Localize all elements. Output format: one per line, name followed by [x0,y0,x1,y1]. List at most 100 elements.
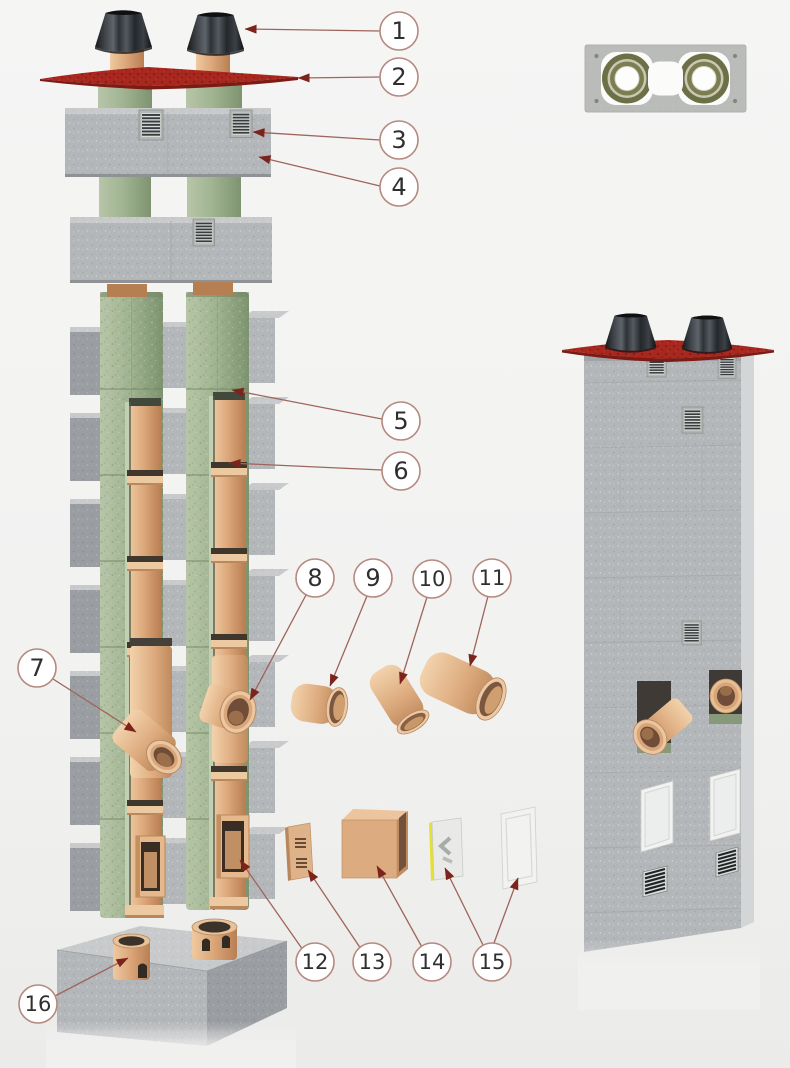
leader-line [493,877,519,944]
vent-grille [229,109,253,139]
assembled-opening-left [632,681,693,755]
assembled-view [562,313,774,1010]
callout-number: 13 [359,950,386,974]
assembled-column-side [741,350,754,928]
insulated-door [429,817,464,881]
callout-2: 2 [297,57,419,97]
door-seal-yellow [429,822,434,881]
callout-circle [295,558,335,598]
callout-9: 9 [329,558,393,687]
callout-number: 3 [391,126,406,154]
callout-circle [472,942,512,982]
callout-circle [379,57,419,97]
leader-line [244,24,381,34]
plan-vent-cutout [648,61,683,96]
door-housing-box [341,809,408,879]
callout-number: 10 [419,567,446,591]
liner-collar-right [193,282,233,295]
leader-line [252,128,381,141]
callout-13: 13 [307,869,392,982]
callout-8: 8 [249,558,335,701]
door-components [285,806,538,890]
callout-number: 14 [419,950,446,974]
leader-line [307,869,362,950]
loose-fittings [290,652,507,735]
callout-circle [18,984,58,1024]
plan-flue-ring-left [602,53,652,104]
leader-line [258,155,381,187]
callout-circle [295,942,335,982]
white-access-door [500,806,538,890]
vented-block-top [65,108,271,177]
insulation-gap-right [187,177,241,217]
dark-grille-left [642,865,668,898]
assembled-column-front [584,354,741,952]
plan-corner-hole [732,98,738,104]
callout-6: 6 [228,451,421,491]
callout-1: 1 [244,11,419,51]
callout-number: 7 [29,654,44,682]
callout-4: 4 [258,155,419,207]
leader-line [297,73,381,83]
callout-16: 16 [18,957,129,1024]
condensate-cup-left [112,933,151,980]
callout-number: 4 [391,173,406,201]
leader-line [228,459,383,471]
callout-circle [379,120,419,160]
callout-12: 12 [239,859,335,982]
vent-grille [717,355,737,379]
roof-cover-plate [40,67,298,90]
callout-number: 16 [25,992,52,1016]
rain-cap-assembled-right [682,315,733,354]
callout-3: 3 [252,120,419,160]
callout-7: 7 [17,648,137,733]
plan-view [584,44,747,113]
leader-line [249,594,307,701]
callout-circle [353,558,393,598]
callout-number: 2 [391,63,406,91]
callout-15: 15 [444,867,519,982]
assembled-door-left [640,780,674,853]
leader-line [399,596,428,685]
leader-line [468,595,489,667]
vented-cover-plate [285,822,314,881]
plan-corner-hole [594,98,599,104]
callout-number: 11 [479,566,506,590]
leader-line [329,595,368,687]
plan-corner-hole [594,53,599,59]
callout-11: 11 [468,558,512,667]
block-stack-left [70,327,102,911]
callout-5: 5 [231,387,421,441]
callout-14: 14 [376,865,452,982]
callout-circle [412,559,452,599]
leader-line [444,867,484,946]
vent-grille [138,109,164,141]
callout-circle [381,451,421,491]
assembled-opening-right [709,670,743,724]
tee-branch-pipe [112,638,182,778]
liner-collar-left [107,284,147,297]
liner-door-frame-right [216,814,250,879]
vent-grille [681,406,704,434]
socket-branch-pipe [199,655,257,763]
callout-circle [352,942,392,982]
callout-circle [379,11,419,51]
callout-number: 15 [479,950,506,974]
plan-flue-ring-right [679,53,729,104]
assembled-door-right [709,768,741,842]
callout-number: 12 [302,950,329,974]
callout-number: 1 [391,17,406,45]
callout-number: 6 [393,457,408,485]
callout-circle [17,648,57,688]
rain-cap-assembled-left [605,313,657,353]
leader-line [376,865,424,950]
vented-block-second [70,217,272,283]
plan-corner-hole [732,53,738,59]
callout-circle [412,942,452,982]
condensate-cup-right [191,918,238,960]
flue-connector-small [290,683,349,727]
flue-connector-large [419,652,507,721]
leader-line [231,387,383,420]
